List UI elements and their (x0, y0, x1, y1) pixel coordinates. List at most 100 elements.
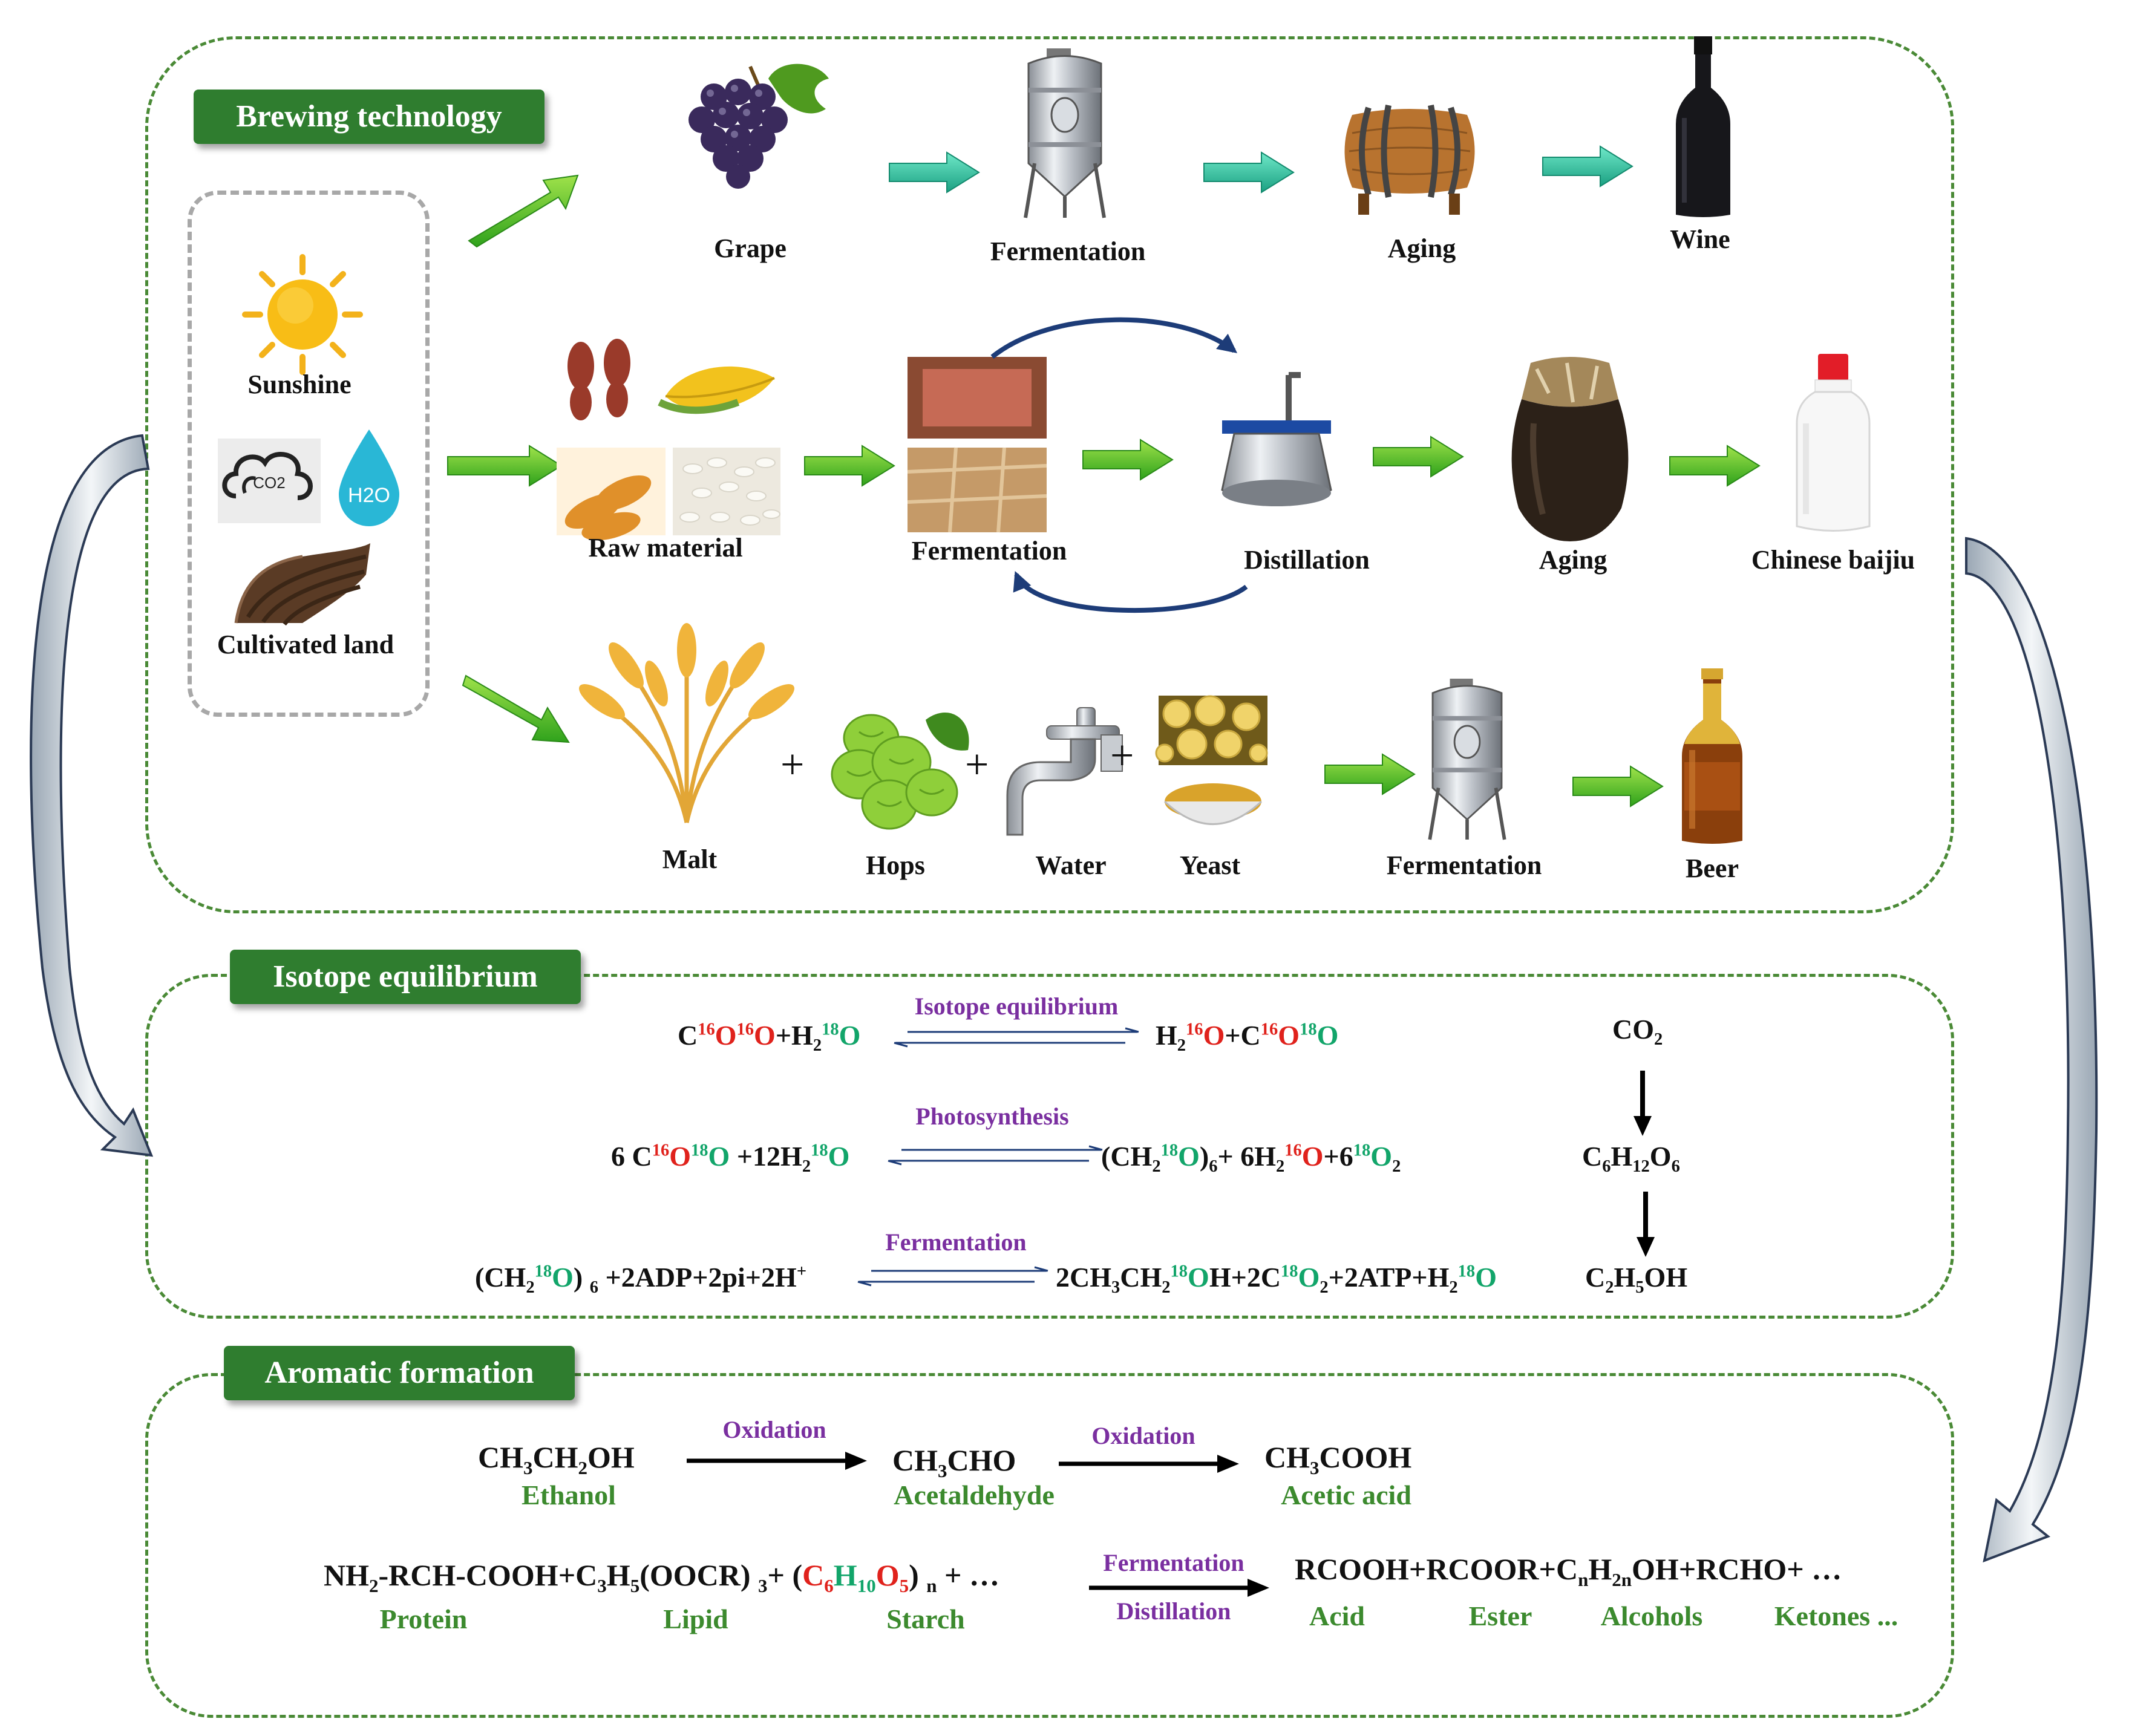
right-curved-arrow (1965, 537, 2098, 1563)
photosynthesis-arrow (888, 1145, 1103, 1166)
brewing-technology-tag: Brewing technology (194, 90, 545, 144)
arrow-fermentation-to-beer (1572, 765, 1664, 808)
source-box (188, 191, 430, 717)
beer-chain-label-1: Hops (866, 850, 925, 880)
plus-sign-2: + (965, 742, 989, 788)
lipid-label: Lipid (663, 1604, 728, 1634)
baijiu-chain-label-0: Raw material (588, 533, 743, 563)
oxidation-label-1: Oxidation (722, 1416, 826, 1443)
isotope-equilibrium-arrow (894, 1027, 1139, 1048)
baijiu-chain-label-3: Aging (1539, 545, 1607, 575)
ethanol-formula: CH3CH2OH (478, 1440, 635, 1478)
acetaldehyde-label: Acetaldehyde (894, 1480, 1055, 1510)
acetic-acid-formula: CH3COOH (1264, 1440, 1412, 1478)
baijiu-chain-label-1: Fermentation (911, 536, 1067, 566)
baijiu-chain-label-4: Chinese baijiu (1751, 545, 1915, 575)
protein-label: Protein (379, 1604, 468, 1634)
water-drop-icon: H2O (339, 429, 399, 526)
fermentation-equation-left: (CH218O) 6 +2ADP+2pi+2H+ (475, 1262, 807, 1297)
isotope-equilibrium-tag: Isotope equilibrium (230, 950, 581, 1004)
arrow-raw-to-fermentation (804, 445, 895, 487)
fermentation-process-label: Fermentation (885, 1229, 1027, 1256)
arrow-grape-to-fermentation (889, 151, 980, 194)
fermentation-arrow (857, 1266, 1048, 1287)
products-formula: RCOOH+RCOOR+CnH2nOH+RCHO+ … (1295, 1552, 1842, 1590)
malt-wheat-icon (579, 623, 794, 823)
alcohols-label: Alcohols (1600, 1601, 1703, 1631)
starch-label: Starch (886, 1604, 965, 1634)
beer-chain-label-0: Malt (662, 844, 718, 874)
baijiu-bottle-icon (1796, 354, 1871, 532)
beer-fermentation-tank-icon (1428, 679, 1506, 840)
sunshine-label: Sunshine (247, 370, 352, 399)
h2o-icon-text: H2O (348, 484, 390, 507)
beer-chain-label-4: Fermentation (1386, 850, 1542, 880)
wine-bottle-icon (1676, 36, 1730, 217)
ethanol-label: Ethanol (522, 1480, 616, 1510)
oak-barrel-icon (1344, 105, 1475, 215)
isotope-process-label: Isotope equilibrium (914, 993, 1119, 1020)
arrow-yeast-to-fermentation (1324, 753, 1416, 795)
wine-chain-label-3: Wine (1670, 224, 1730, 254)
sun-icon (242, 254, 363, 375)
acid-label: Acid (1309, 1601, 1365, 1631)
beer-chain-label-5: Beer (1686, 853, 1739, 883)
cultivated-land-label: Cultivated land (217, 630, 394, 659)
fermentation-pit-icon (907, 357, 1047, 533)
raw-material-icon (557, 339, 780, 541)
arrow-aging-to-wine (1542, 145, 1634, 188)
photosynthesis-equation-left: 6 C16O18O +12H218O (611, 1141, 850, 1176)
brewing-frame (145, 36, 1954, 913)
left-curved-arrow (30, 434, 154, 1157)
arrow-distillation-to-aging (1373, 436, 1464, 478)
plus-sign-3: + (1110, 733, 1134, 779)
distillation-label-aromatic: Distillation (1116, 1597, 1231, 1625)
photosynthesis-process-label: Photosynthesis (915, 1103, 1069, 1130)
beer-bottle-icon (1682, 668, 1742, 844)
co2-icon-text: CO2 (253, 474, 285, 492)
side-arrow-2 (1637, 1192, 1655, 1257)
acetaldehyde-formula: CH3CHO (892, 1443, 1016, 1481)
arrow-fermentation-to-aging (1203, 151, 1295, 194)
fermentation-distillation-arrow (1089, 1579, 1269, 1597)
isotope-equation-left: C16O16O+H218O (678, 1020, 861, 1056)
fermentation-tank-icon (1024, 48, 1106, 218)
beer-chain-label-2: Water (1035, 850, 1107, 880)
arrow-aging-to-baijiu (1669, 445, 1761, 487)
photosynthesis-equation-right: (CH218O)6+ 6H216O+618O2 (1101, 1141, 1401, 1176)
oxidation-arrow-2 (1059, 1455, 1239, 1473)
ester-label: Ester (1468, 1601, 1532, 1631)
isotope-equation-right: H216O+C16O18O (1156, 1020, 1339, 1056)
hops-icon (831, 713, 969, 830)
side-chain-co2: CO2 (1612, 1014, 1663, 1049)
plus-sign-1: + (780, 742, 805, 788)
aromatic-formation-tag: Aromatic formation (224, 1346, 575, 1400)
fermentation-distillation-loop (990, 317, 1248, 613)
arrow-fermentation-to-distillation (1082, 439, 1174, 481)
yeast-icon (1155, 695, 1268, 841)
ketones-label: Ketones ... (1774, 1601, 1898, 1631)
side-arrow-1 (1634, 1071, 1652, 1136)
grape-icon (688, 64, 829, 189)
arrow-source-to-raw-material (447, 445, 563, 487)
acetic-acid-label: Acetic acid (1281, 1480, 1411, 1510)
wine-chain-label-2: Aging (1387, 233, 1456, 263)
cultivated-land-icon (234, 543, 370, 626)
arrow-source-to-grape (468, 174, 579, 248)
beer-chain-label-3: Yeast (1179, 850, 1241, 880)
oxidation-label-2: Oxidation (1091, 1422, 1195, 1449)
aromatic-frame (145, 1373, 1954, 1718)
fermentation-equation-right: 2CH3CH218OH+2C18O2+2ATP+H218O (1056, 1262, 1497, 1297)
reactants-formula: NH2-RCH-COOH+C3H5(OOCR) 3+ (C6H10O5) n +… (324, 1558, 999, 1596)
wine-chain-label-0: Grape (714, 233, 787, 263)
clay-jar-icon (1511, 357, 1629, 541)
side-chain-glucose: C6H12O6 (1582, 1141, 1680, 1176)
faucet-icon (1006, 707, 1123, 836)
oxidation-arrow-1 (687, 1452, 867, 1470)
arrow-source-to-malt (462, 674, 570, 743)
side-chain-ethanol: C2H5OH (1585, 1262, 1688, 1297)
co2-cloud-icon: CO2 (218, 439, 321, 523)
fermentation-label-aromatic: Fermentation (1103, 1549, 1244, 1576)
baijiu-chain-label-2: Distillation (1244, 545, 1370, 575)
distiller-icon (1221, 372, 1332, 506)
